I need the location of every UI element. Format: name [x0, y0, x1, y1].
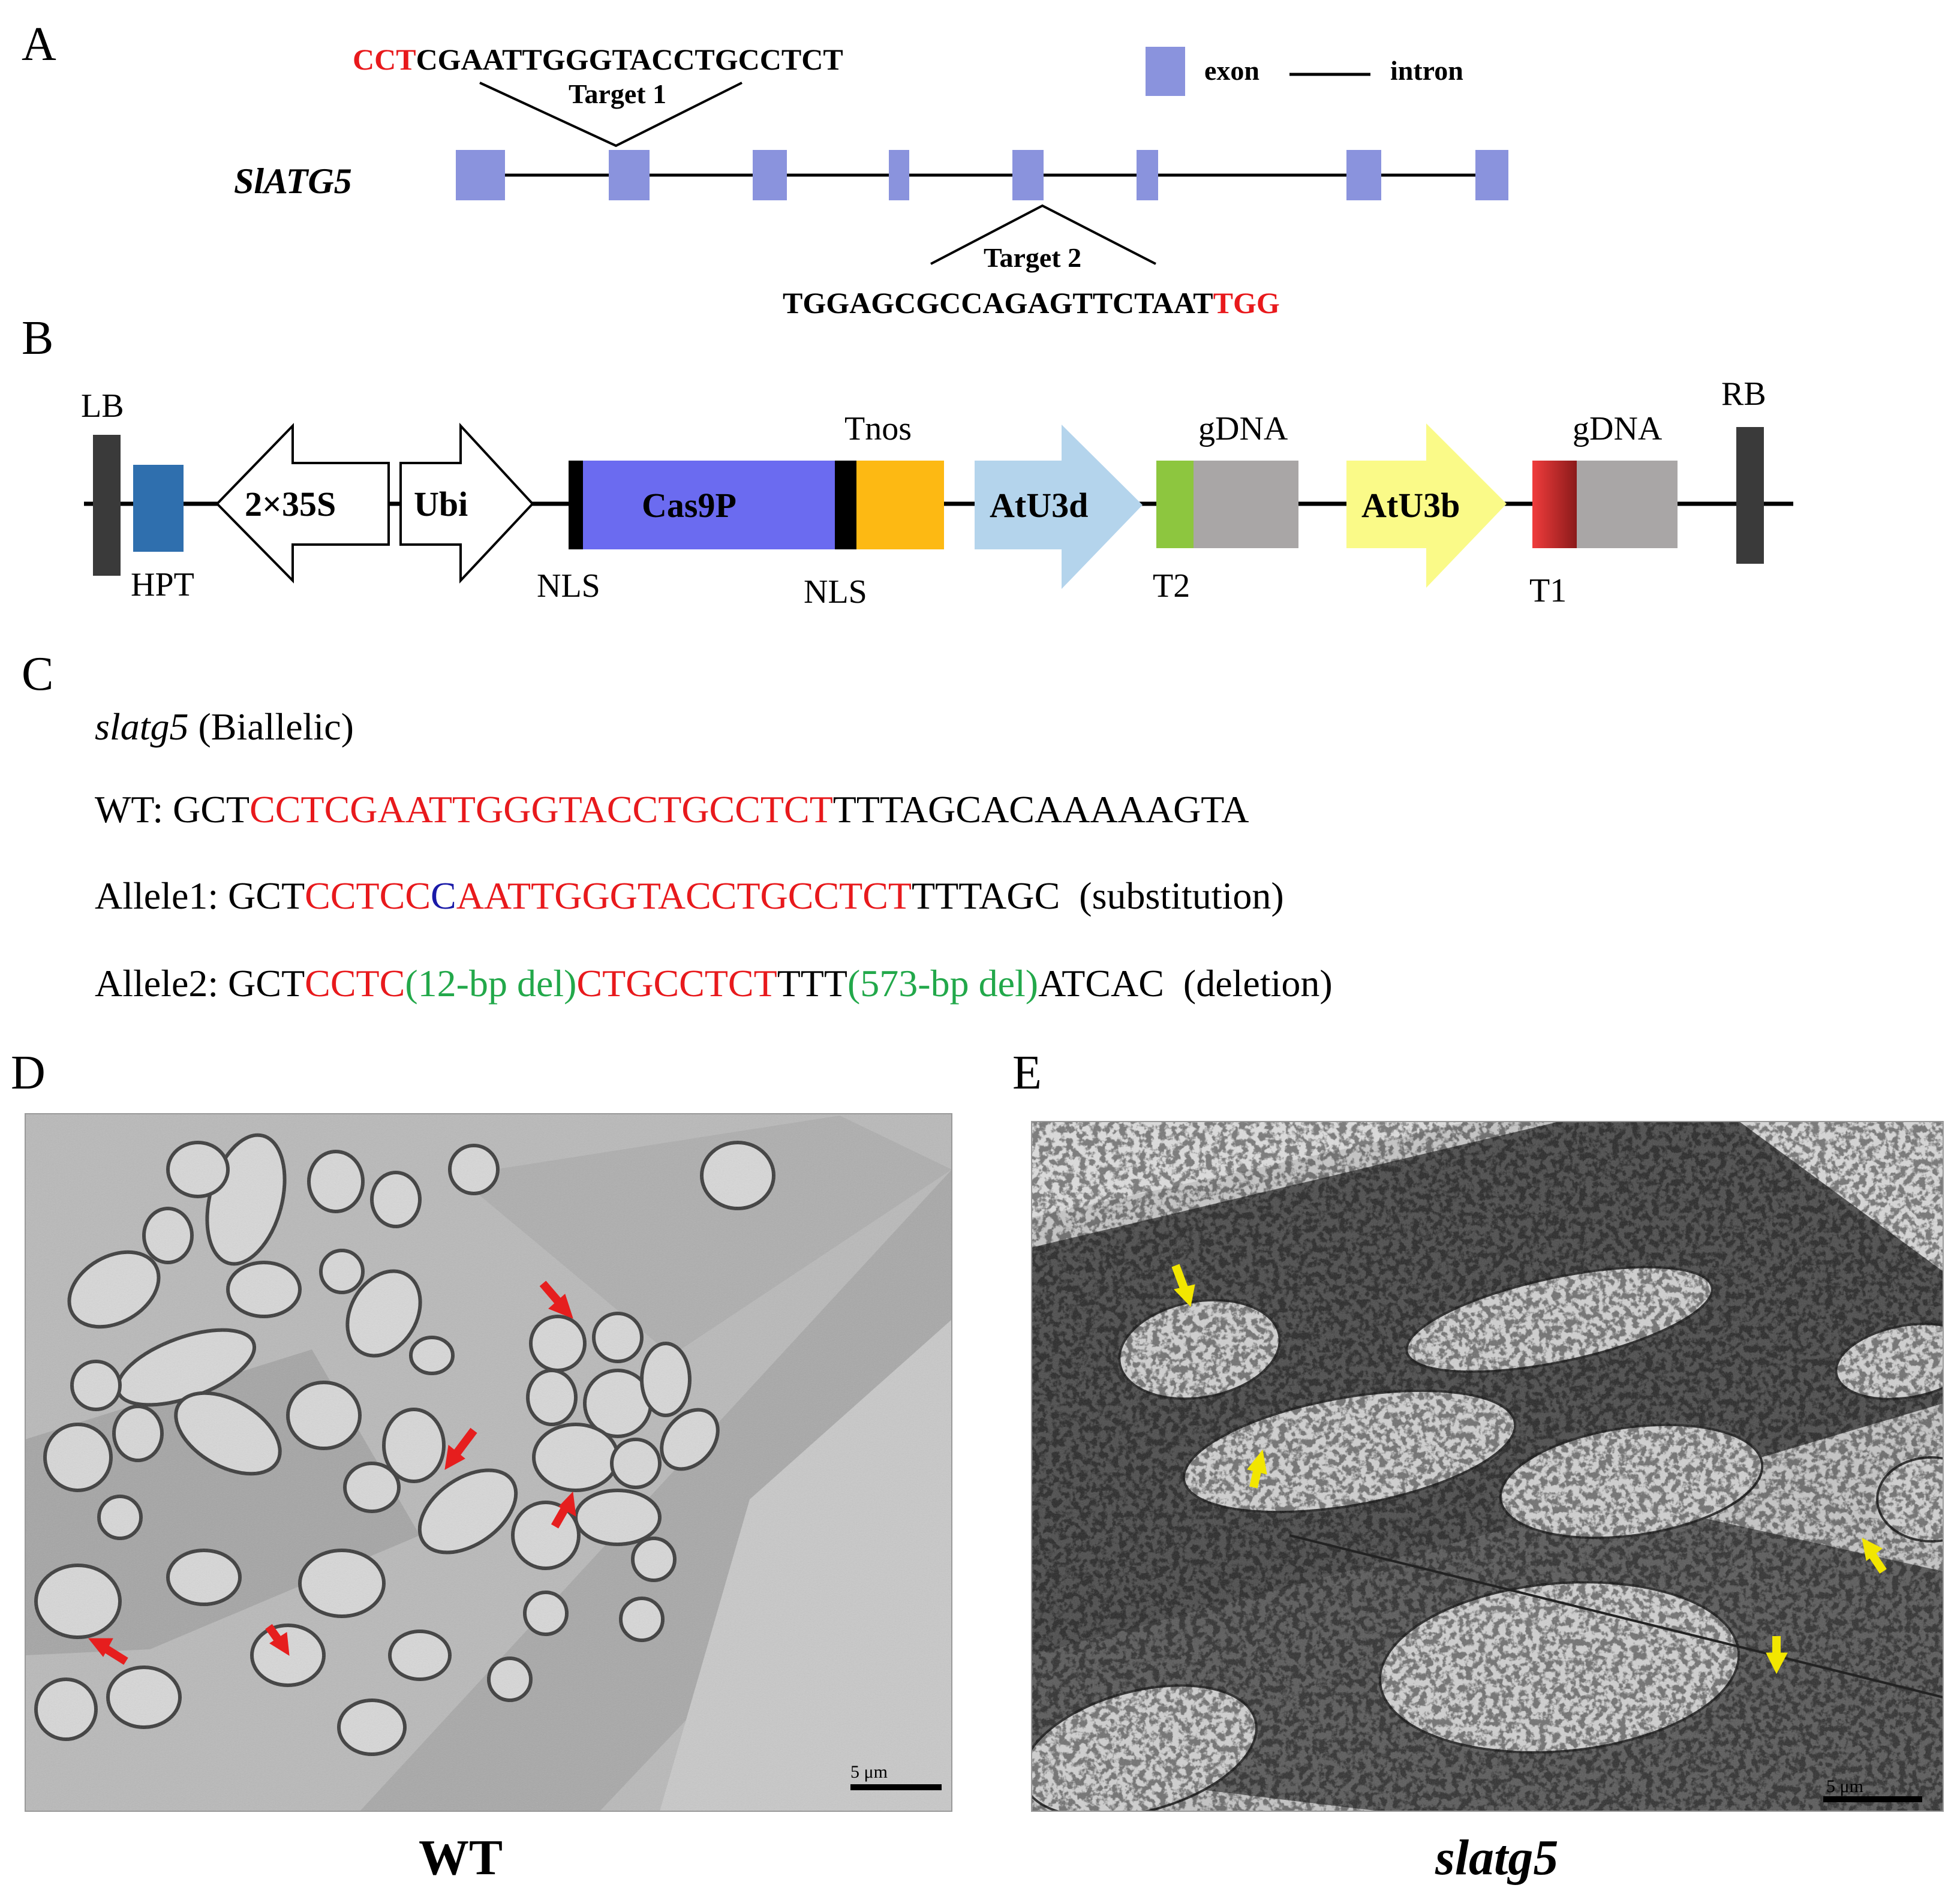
gdna-2-label: gDNA [1573, 410, 1663, 447]
t2-box [1156, 461, 1194, 548]
nls-2-bar [835, 461, 856, 549]
allele1-target-b: AATTGGGTACCTGCCTCT [456, 874, 912, 917]
nls-1-label: NLS [537, 567, 600, 605]
slatg5-caption: slatg5 [1435, 1830, 1558, 1886]
exon-6 [1137, 150, 1158, 200]
allele2-pre: GCT [228, 962, 305, 1005]
red-arrows [88, 1280, 576, 1665]
slatg5-tem-image: 5 μm [1032, 1122, 1943, 1811]
panel-label-e: E [1012, 1047, 1042, 1099]
yellow-arrows [1171, 1264, 1887, 1674]
cas9-box [583, 461, 835, 549]
allele1-sequence-line: Allele1: GCTCCTCCCAATTGGGTACCTGCCTCTTTTA… [95, 877, 1284, 915]
exon-2 [609, 150, 650, 200]
ubi-label: Ubi [414, 485, 468, 524]
panel-label-d: D [11, 1047, 46, 1099]
atu3b-arrow [1346, 423, 1507, 588]
cas9-label: Cas9P [642, 486, 736, 525]
panel-label-b: B [22, 312, 53, 365]
right-border [1736, 427, 1764, 564]
allele2-post: ATCAC [1038, 962, 1164, 1005]
wt-pre: GCT [173, 788, 250, 831]
target1-sequence: CCTCGAATTGGGTACCTGCCTCT [353, 43, 843, 76]
legend-exon-label: exon [1204, 55, 1259, 86]
hpt-box [133, 465, 184, 552]
gene-structure-panel: CCTCGAATTGGGTACCTGCCTCT Target 1 exon in… [234, 43, 1508, 320]
allele2-target-b: CTGCCTCT [576, 962, 777, 1005]
gdna-2-box [1577, 461, 1678, 548]
wt-label: WT: [95, 788, 173, 831]
target1-label: Target 1 [569, 79, 666, 109]
biallelic-text: (Biallelic) [188, 705, 354, 748]
allele1-post: TTTAGC [912, 874, 1060, 917]
allele2-note: (deletion) [1183, 962, 1333, 1005]
wt-tem-image: 5 μm [25, 1114, 952, 1811]
exons [456, 150, 1508, 200]
atu3d-label: AtU3d [990, 486, 1088, 525]
allele1-label: Allele1: [95, 874, 229, 917]
tnos-box [856, 461, 944, 549]
t1-box [1532, 461, 1577, 548]
promoter-2x35s-label: 2×35S [245, 485, 336, 524]
allele2-deletion-573bp: (573-bp del) [847, 962, 1039, 1005]
exon-1 [456, 150, 505, 200]
exon-5 [1012, 150, 1044, 200]
wt-post: TTTAGCACAAAAAGTA [832, 788, 1249, 831]
atu3d-arrow [975, 425, 1143, 589]
allele1-pre: GCT [228, 874, 305, 917]
tnos-label: Tnos [844, 410, 912, 447]
wt-sequence-line: WT: GCTCCTCGAATTGGGTACCTGCCTCTTTTAGCACAA… [95, 790, 1249, 829]
allele2-label: Allele2: [95, 962, 229, 1005]
wt-caption: WT [419, 1830, 503, 1886]
allele1-target-a: CCTCC [305, 874, 431, 917]
exon-7 [1346, 150, 1381, 200]
gdna-1-box [1194, 461, 1298, 548]
legend-exon-swatch [1146, 47, 1185, 96]
promoter-2x35s-arrow [215, 423, 390, 584]
legend-intron-label: intron [1390, 55, 1463, 86]
rb-label: RB [1721, 375, 1766, 413]
allele2-sequence-line: Allele2: GCTCCTC(12-bp del)CTGCCTCTTTT(5… [95, 964, 1333, 1003]
allele2-target-a: CCTC [305, 962, 405, 1005]
lb-label: LB [81, 387, 124, 425]
panel-label-c: C [22, 648, 53, 701]
gdna-1-label: gDNA [1198, 410, 1288, 447]
allele2-mid: TTT [777, 962, 847, 1005]
hpt-label: HPT [131, 566, 194, 603]
left-border [93, 435, 121, 576]
nls-2-label: NLS [804, 573, 867, 611]
gene-name: SlATG5 [234, 161, 352, 201]
exon-8 [1475, 150, 1508, 200]
t1-label: T1 [1529, 572, 1567, 609]
allele2-deletion-12bp: (12-bp del) [405, 962, 577, 1005]
exon-4 [889, 150, 909, 200]
target2-sequence: TGGAGCGCCAGAGTTCTAATTGG [783, 286, 1280, 320]
ubi-promoter-arrow [399, 422, 534, 584]
atu3b-label: AtU3b [1361, 486, 1460, 525]
slatg5-scale-bar [1823, 1796, 1922, 1802]
wt-scale-label: 5 μm [850, 1762, 888, 1782]
panel-c-title: slatg5 (Biallelic) [95, 708, 354, 746]
slatg5-scale-label: 5 μm [1826, 1776, 1863, 1796]
wt-target: CCTCGAATTGGGTACCTGCCTCT [249, 788, 833, 831]
target2-label: Target 2 [984, 242, 1081, 273]
wt-scale-bar [850, 1784, 942, 1790]
panel-label-a: A [22, 18, 56, 71]
allele1-note: (substitution) [1079, 874, 1284, 917]
nls-1-bar [569, 461, 583, 549]
slatg5-italic: slatg5 [95, 705, 189, 748]
t2-label: T2 [1153, 567, 1190, 605]
allele1-substitution: C [431, 874, 456, 917]
exon-3 [753, 150, 787, 200]
vector-construct-panel: LB HPT 2×35S Ubi NLS Cas9P NLS Tnos AtU3… [81, 375, 1793, 611]
